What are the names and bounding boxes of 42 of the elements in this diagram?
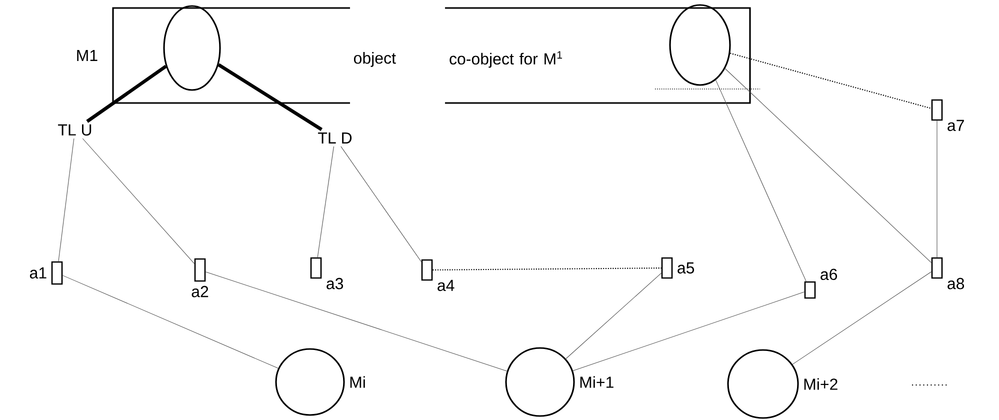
node-label: a3 bbox=[326, 278, 344, 290]
node-label: a1 bbox=[30, 267, 46, 279]
connector-line bbox=[205, 272, 508, 372]
small-square: a2 bbox=[192, 258, 208, 298]
node-label: a7 bbox=[948, 120, 964, 132]
connector-line bbox=[715, 80, 806, 282]
connector-line bbox=[792, 272, 932, 365]
connector-line bbox=[86, 64, 167, 123]
small-square: a4 bbox=[421, 259, 454, 292]
circle bbox=[163, 5, 221, 91]
node-label: a8 bbox=[948, 278, 964, 290]
node-label: TL U bbox=[58, 124, 92, 136]
connector-line bbox=[62, 275, 278, 369]
connector-line bbox=[724, 68, 932, 263]
connector-line bbox=[432, 268, 662, 270]
object-box: co-object for M$^{1}$ bbox=[445, 7, 751, 104]
node-label: a6 bbox=[820, 268, 838, 280]
small-square: a8 bbox=[931, 257, 964, 290]
connector-line bbox=[218, 63, 323, 132]
connector-line bbox=[572, 292, 805, 372]
small-square: a1 bbox=[30, 261, 63, 285]
small-square: a6 bbox=[804, 268, 838, 299]
node-label: Mi bbox=[350, 376, 365, 388]
node-label: a5 bbox=[678, 262, 694, 274]
connector-line bbox=[82, 138, 195, 264]
small-square: a3 bbox=[310, 257, 344, 290]
connector-line bbox=[566, 272, 662, 360]
node-label: Mi+1 bbox=[580, 376, 614, 388]
node-label: Mi+2 bbox=[804, 378, 838, 390]
node-label: TL D bbox=[318, 132, 352, 144]
box-label: M1 bbox=[77, 50, 98, 61]
connector-line bbox=[730, 52, 932, 109]
connector-line bbox=[340, 146, 422, 262]
small-square: a5 bbox=[661, 257, 694, 279]
connector-line bbox=[936, 120, 938, 258]
connector-line bbox=[58, 138, 74, 262]
connector-line bbox=[317, 146, 334, 258]
node-label: a4 bbox=[438, 280, 454, 292]
circle bbox=[669, 4, 731, 86]
node-label: a2 bbox=[192, 286, 208, 298]
object-box: object bbox=[112, 7, 396, 104]
small-square: a7 bbox=[931, 99, 964, 132]
